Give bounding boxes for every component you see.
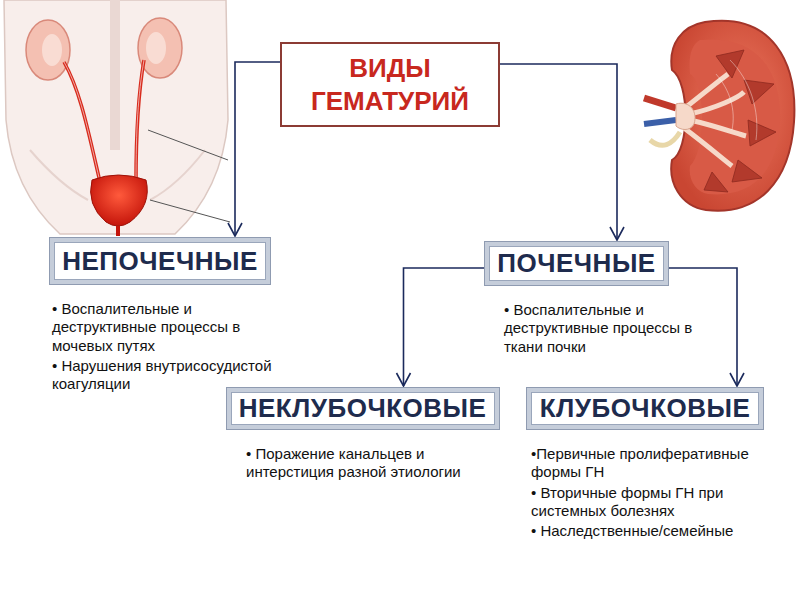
ureters <box>64 60 144 182</box>
arrow-head <box>730 373 744 386</box>
category-heading: ПОЧЕЧНЫЕ <box>497 249 655 278</box>
torso-figure <box>4 0 228 234</box>
description-block: • Воспалительные и деструктивные процесс… <box>504 301 699 358</box>
category-box: ПОЧЕЧНЫЕ• Воспалительные и деструктивные… <box>485 242 668 285</box>
kidney-left <box>26 20 70 80</box>
title-text: ВИДЫ ГЕМАТУРИЙ <box>282 48 498 121</box>
arrow-head <box>397 373 411 386</box>
category-heading: КЛУБОЧКОВЫЕ <box>540 394 751 423</box>
connector-line <box>235 62 280 236</box>
description-block: •Первичные пролиферативные формы ГН• Вто… <box>531 445 796 542</box>
bladder <box>91 175 148 236</box>
connector-arrow <box>500 64 624 240</box>
category-box: НЕКЛУБОЧКОВЫЕ• Поражение канальцев и инт… <box>227 388 499 429</box>
category-box: НЕПОЧЕЧНЫЕ• Воспалительные и деструктивн… <box>50 238 270 284</box>
category-heading: НЕПОЧЕЧНЫЕ <box>62 247 257 276</box>
description-block: • Поражение канальцев и интерстиция разн… <box>246 445 498 484</box>
description-block: • Воспалительные и деструктивные процесс… <box>52 300 276 395</box>
connector-line <box>500 64 617 240</box>
category-heading: НЕКЛУБОЧКОВЫЕ <box>239 394 487 423</box>
kidney-right-small <box>138 18 182 78</box>
bullet-text: • Наследственные/семейные <box>531 522 796 540</box>
kidney-illustration <box>644 21 794 211</box>
category-box: КЛУБОЧКОВЫЕ•Первичные пролиферативные фо… <box>527 388 763 429</box>
connector-arrow <box>397 268 486 386</box>
connector-line <box>404 268 486 386</box>
leader-lines <box>148 130 230 222</box>
arrow-head <box>228 223 242 236</box>
bullet-text: • Воспалительные и деструктивные процесс… <box>504 301 699 356</box>
bullet-text: • Воспалительные и деструктивные процесс… <box>52 300 276 355</box>
arrow-head <box>610 227 624 240</box>
bullet-text: •Первичные пролиферативные формы ГН <box>531 445 796 482</box>
connector-arrow <box>228 62 280 236</box>
bullet-text: • Поражение канальцев и интерстиция разн… <box>246 445 498 482</box>
bullet-text: • Вторичные формы ГН при системных болез… <box>531 484 796 521</box>
title-box: ВИДЫ ГЕМАТУРИЙ <box>280 42 500 127</box>
